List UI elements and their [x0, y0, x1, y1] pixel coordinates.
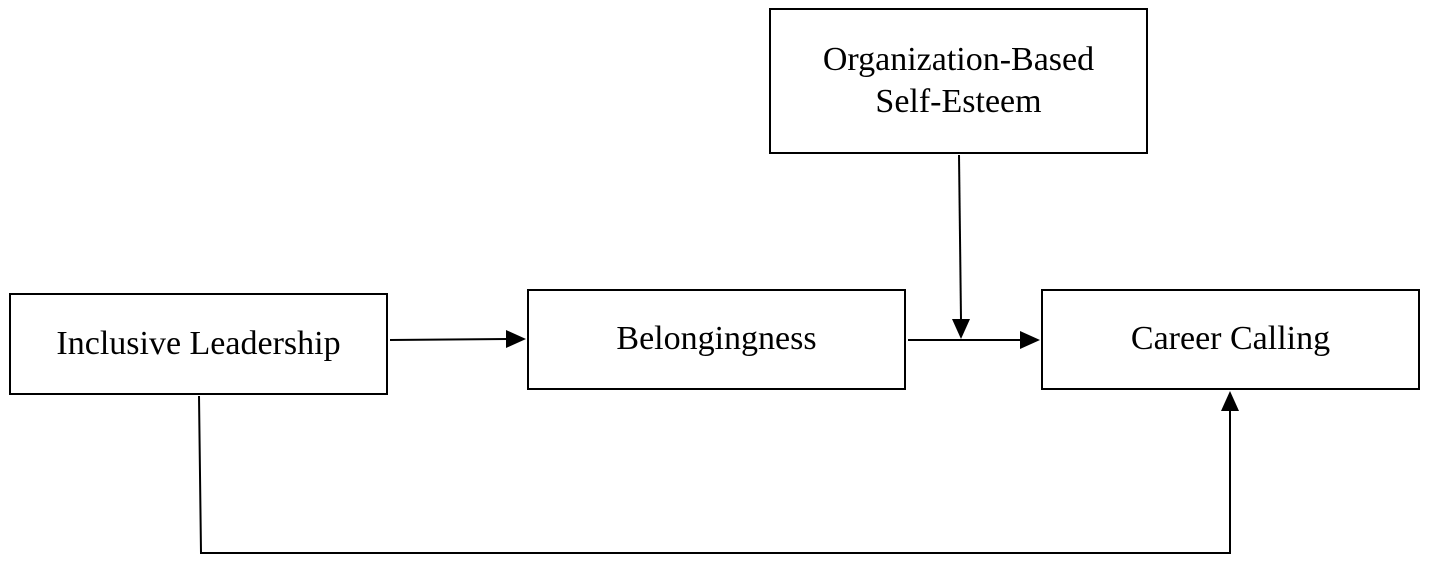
edge-belongingness-to-career-calling [908, 331, 1040, 349]
node-belongingness-label: Belongingness [616, 320, 817, 358]
node-inclusive-leadership: Inclusive Leadership [9, 293, 388, 395]
edge-inclusive-to-belongingness [389, 330, 526, 348]
node-career-calling: Career Calling [1041, 289, 1420, 390]
node-inclusive-leadership-label: Inclusive Leadership [56, 324, 341, 362]
edge-obse-moderation [952, 154, 970, 339]
node-career-calling-label: Career Calling [1130, 320, 1331, 358]
node-obse-label-line1: Organization-Based [822, 40, 1095, 78]
node-belongingness: Belongingness [527, 289, 906, 390]
edge-inclusive-to-career-calling [198, 391, 1239, 554]
node-organization-based-self-esteem: Organization-Based Self-Esteem [769, 8, 1148, 154]
node-obse-label-line2: Self-Esteem [875, 83, 1042, 120]
